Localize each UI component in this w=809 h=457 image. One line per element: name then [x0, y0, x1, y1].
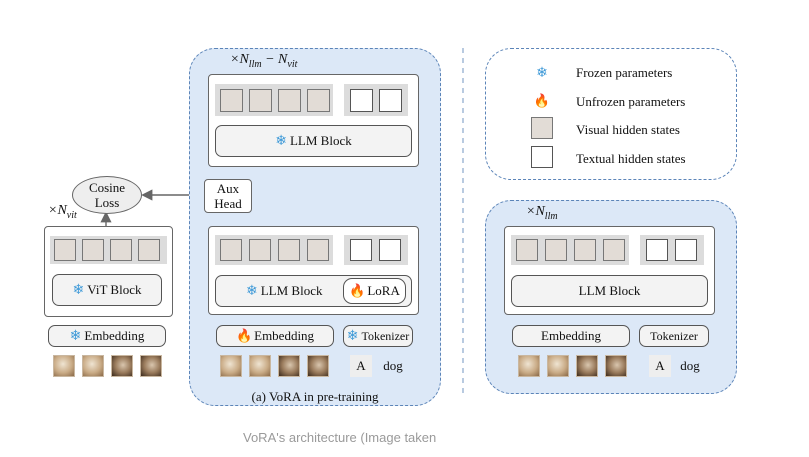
bottom-visual-state — [307, 239, 329, 261]
image-patch — [307, 355, 329, 377]
pretrain-embedding: 🔥 Embedding — [216, 325, 334, 347]
top-visual-state — [249, 89, 272, 112]
image-patch — [518, 355, 540, 377]
pretrain-repeat-label: ×Nllm − Nvit — [230, 52, 298, 70]
top-visual-state — [220, 89, 243, 112]
legend-frozen-label: Frozen parameters — [576, 65, 673, 80]
legend-visual-square — [531, 117, 553, 139]
inference-llm-block-label: LLM Block — [578, 283, 641, 298]
legend-unfrozen-icon: 🔥 — [533, 92, 551, 110]
bottom-visual-state — [278, 239, 300, 261]
bottom-visual-state — [249, 239, 271, 261]
fire-icon: 🔥 — [349, 283, 366, 299]
vit-visual-state — [138, 239, 160, 261]
aux-head: Aux Head — [204, 179, 252, 213]
image-patch — [82, 355, 104, 377]
inference-text-state — [646, 239, 668, 261]
legend-panel — [485, 48, 737, 180]
aux-head-line2: Head — [214, 196, 242, 211]
cosine-loss-line2: Loss — [94, 195, 120, 210]
snowflake-icon: ❄ — [246, 283, 258, 299]
inference-visual-state — [603, 239, 625, 261]
inference-embedding-label: Embedding — [541, 328, 601, 343]
cosine-loss: Cosine Loss — [72, 176, 142, 214]
image-patch — [278, 355, 300, 377]
inference-text-state — [675, 239, 697, 261]
snowflake-icon: ❄ — [69, 328, 82, 344]
legend-textual-square — [531, 146, 553, 168]
legend-visual-label: Visual hidden states — [576, 122, 680, 137]
inference-embedding: Embedding — [512, 325, 630, 347]
image-patch — [220, 355, 242, 377]
aux-head-line1: Aux — [216, 181, 240, 196]
top-visual-state — [307, 89, 330, 112]
legend-textual-label: Textual hidden states — [576, 151, 686, 166]
top-text-state — [379, 89, 402, 112]
text-token: A — [350, 355, 372, 377]
top-llm-block-label: LLM Block — [289, 133, 352, 148]
inference-visual-state — [574, 239, 596, 261]
bottom-llm-block-label: LLM Block — [260, 283, 323, 298]
inference-llm-block: LLM Block — [511, 275, 708, 307]
image-patch — [576, 355, 598, 377]
pretrain-tokenizer: ❄ Tokenizer — [343, 325, 413, 347]
bottom-text-state — [379, 239, 401, 261]
vit-visual-state — [82, 239, 104, 261]
cosine-loss-line1: Cosine — [88, 180, 126, 195]
text-token: A — [649, 355, 671, 377]
snowflake-icon: ❄ — [536, 65, 548, 81]
inference-repeat-label: ×Nllm — [526, 204, 558, 222]
vit-visual-state — [54, 239, 76, 261]
snowflake-icon: ❄ — [72, 282, 85, 298]
top-visual-state — [278, 89, 301, 112]
inference-tokenizer-label: Tokenizer — [650, 328, 698, 343]
top-llm-block: ❄ LLM Block — [215, 125, 412, 157]
footer-caption: VoRA's architecture (Image taken — [243, 430, 437, 445]
inference-visual-state — [516, 239, 538, 261]
pretrain-embedding-label: Embedding — [254, 328, 315, 343]
image-patch — [140, 355, 162, 377]
lora-adapter: 🔥 LoRA — [343, 278, 406, 304]
image-patch — [53, 355, 75, 377]
vit-repeat-label: ×Nvit — [48, 203, 77, 221]
image-patch — [249, 355, 271, 377]
bottom-visual-state — [220, 239, 242, 261]
vit-embedding-label: Embedding — [84, 328, 145, 343]
fire-icon: 🔥 — [235, 328, 253, 344]
legend-unfrozen-label: Unfrozen parameters — [576, 94, 686, 109]
image-patch — [547, 355, 569, 377]
vit-block: ❄ ViT Block — [52, 274, 162, 306]
vit-visual-state — [110, 239, 132, 261]
pretrain-caption: (a) VoRA in pre-training — [251, 389, 379, 404]
pretrain-tokenizer-label: Tokenizer — [361, 328, 410, 343]
vit-embedding: ❄ Embedding — [48, 325, 166, 347]
inference-visual-state — [545, 239, 567, 261]
legend-frozen-icon: ❄ — [533, 64, 551, 82]
image-patch — [111, 355, 133, 377]
fire-icon: 🔥 — [533, 94, 551, 109]
vit-block-label: ViT Block — [87, 282, 142, 297]
top-text-state — [350, 89, 373, 112]
snowflake-icon: ❄ — [346, 328, 359, 344]
text-token: dog — [383, 358, 403, 373]
inference-tokenizer: Tokenizer — [639, 325, 709, 347]
image-patch — [605, 355, 627, 377]
snowflake-icon: ❄ — [275, 133, 287, 149]
bottom-text-state — [350, 239, 372, 261]
text-token: dog — [680, 358, 700, 373]
lora-label: LoRA — [367, 283, 400, 298]
